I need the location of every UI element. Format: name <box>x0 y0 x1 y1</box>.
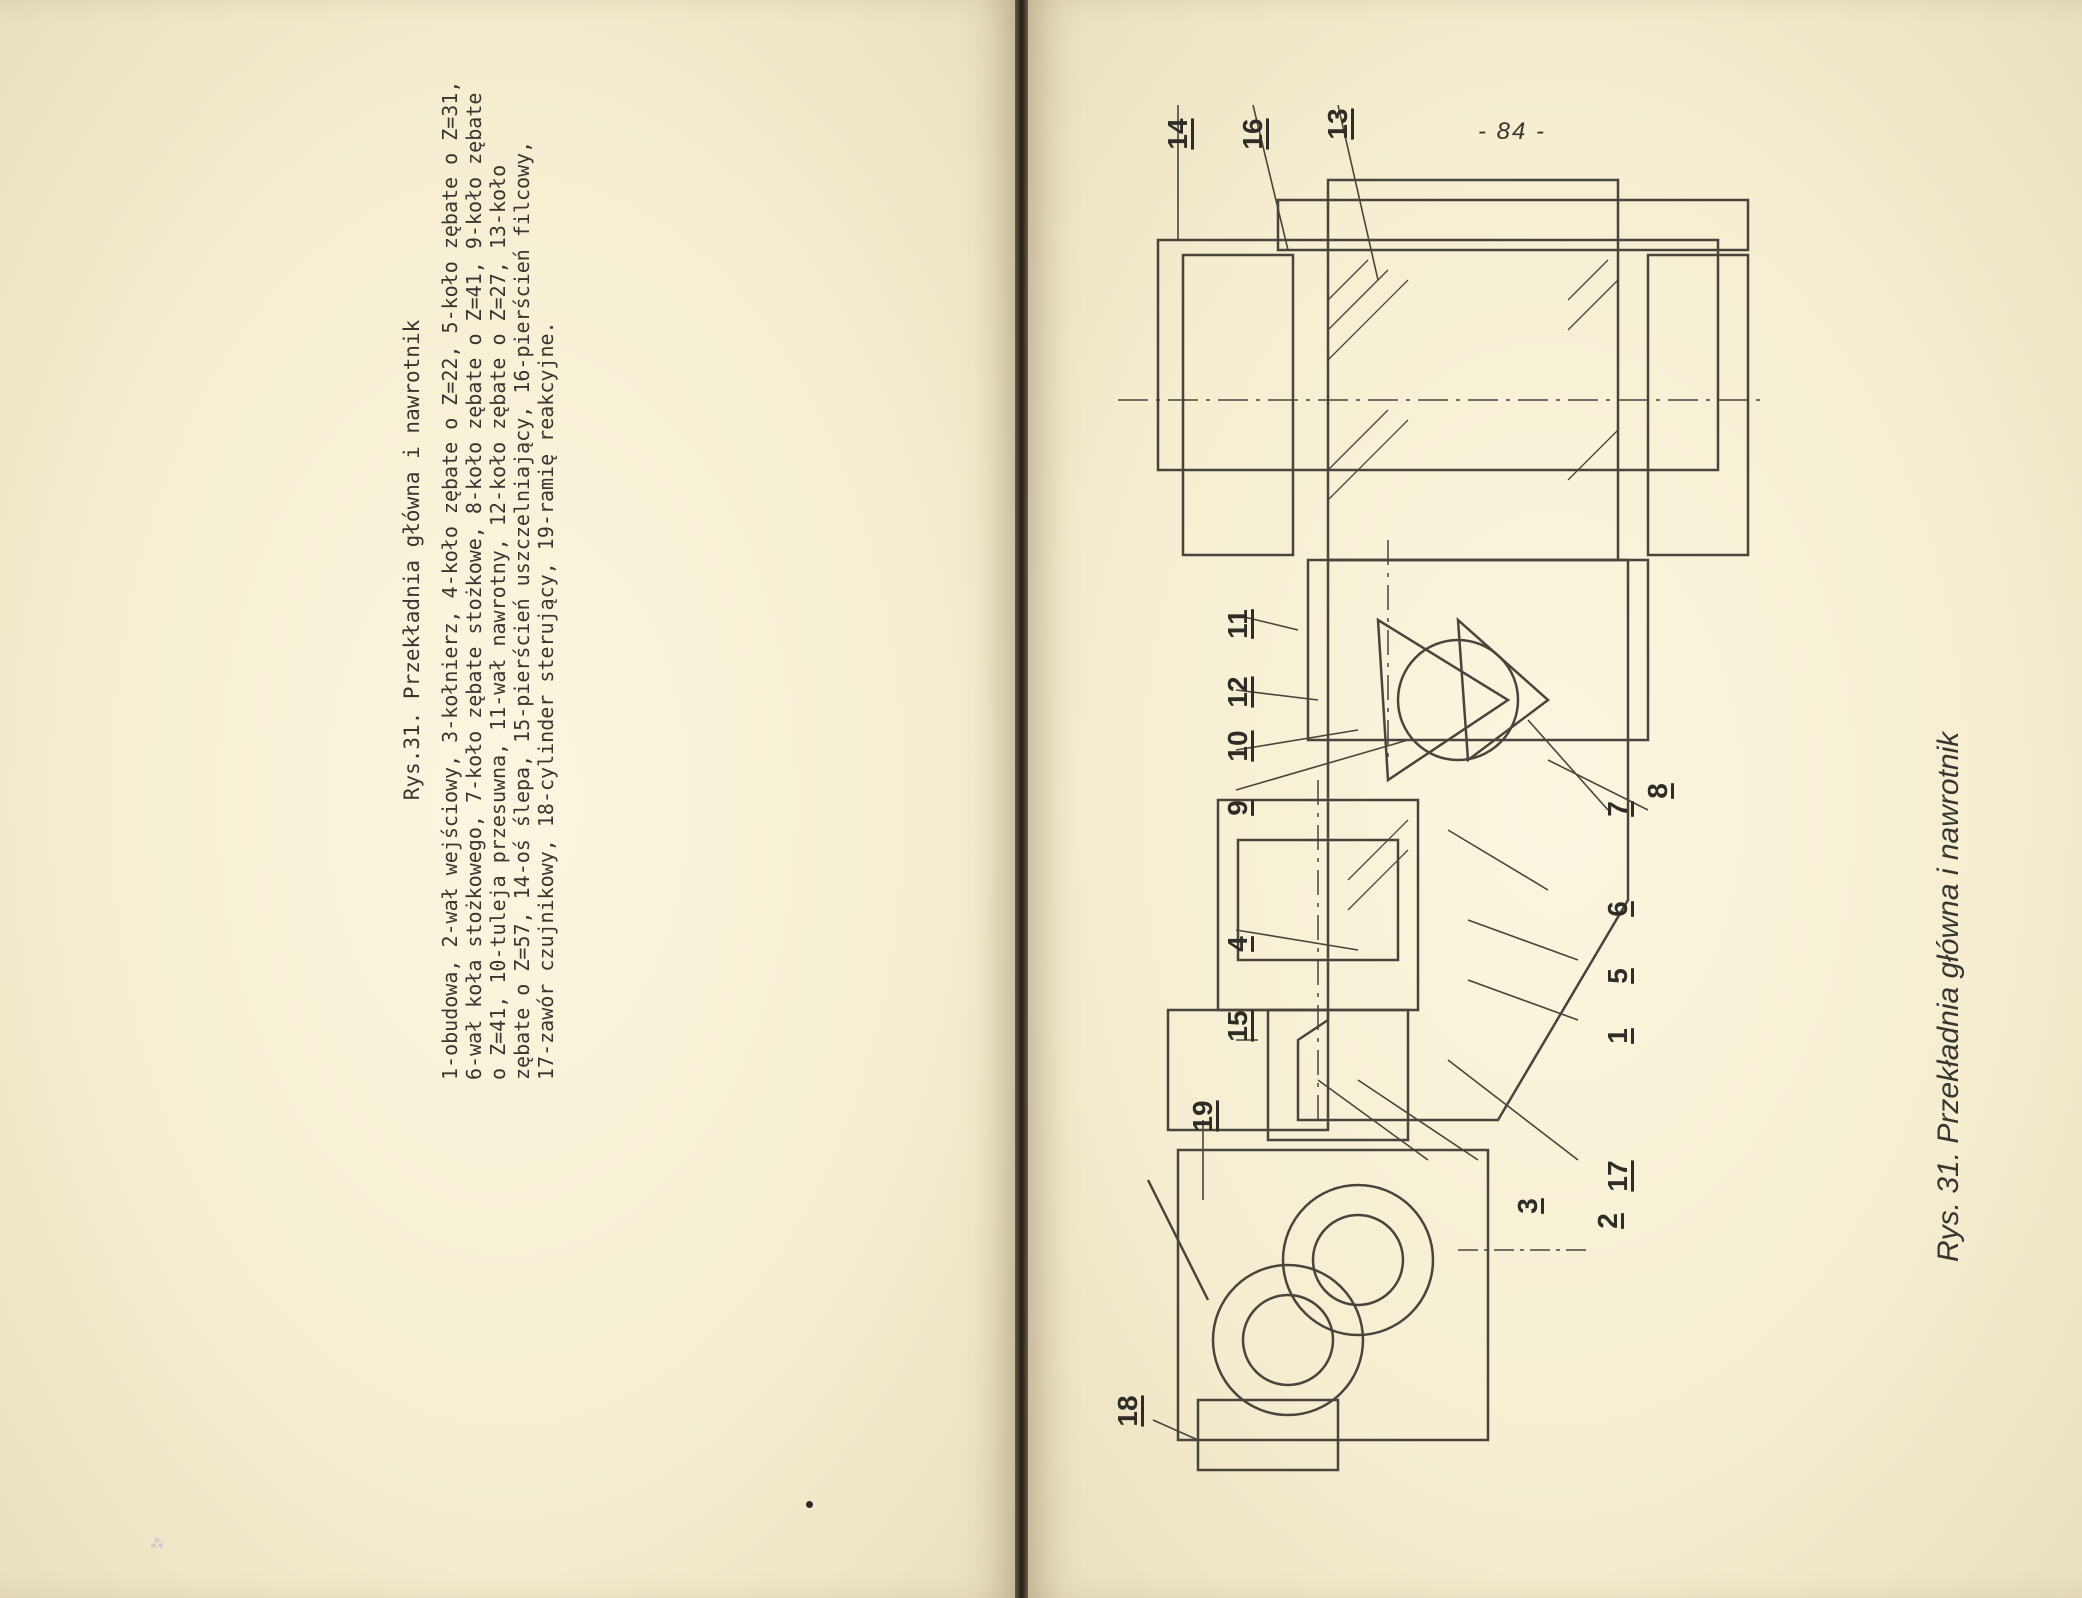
callout-9: 9 <box>1222 800 1253 816</box>
legend-line: 17-zawór czujnikowy, 18-cylinder sterują… <box>534 321 558 1080</box>
callout-3: 3 <box>1512 1198 1543 1214</box>
legend-title: Rys.31. Przekładnia główna i nawrotnik <box>400 319 424 801</box>
gearbox-technical-drawing <box>1118 104 1768 1472</box>
control-cylinder <box>1196 1398 1340 1472</box>
callout-6: 6 <box>1602 901 1633 917</box>
figure-caption: Rys. 31. Przekładnia główna i nawrotnik <box>1932 731 1965 1262</box>
side-view-housing <box>1176 1148 1490 1442</box>
legend-line: 6-wał koła stożkowego, 7-koło zębate sto… <box>462 92 486 1080</box>
book-gutter <box>1015 0 1028 1598</box>
legend-line: zębate o Z=57, 14-oś ślepa, 15-pierścień… <box>510 140 534 1080</box>
right-bearing-block <box>1646 253 1750 557</box>
left-bearing-block <box>1181 253 1295 557</box>
main-casing <box>1296 558 1630 1122</box>
callout-15: 15 <box>1222 1010 1253 1042</box>
legend-line: 1-obudowa, 2-wał wejściowy, 3-kołnierz, … <box>438 80 462 1080</box>
right-page <box>1028 0 2082 1598</box>
callout-10: 10 <box>1222 730 1253 762</box>
callout-14: 14 <box>1162 118 1193 150</box>
callout-5: 5 <box>1602 968 1633 984</box>
left-page: ⁂ <box>0 0 1015 1598</box>
callout-4: 4 <box>1222 936 1253 952</box>
page-number: - 84 - <box>1478 118 1547 145</box>
callout-12: 12 <box>1222 676 1253 708</box>
callout-16: 16 <box>1237 118 1268 150</box>
side-view-bore-1 <box>1281 1183 1435 1337</box>
callout-11: 11 <box>1222 609 1253 639</box>
callout-17: 17 <box>1602 1160 1633 1192</box>
callout-19: 19 <box>1187 1100 1218 1132</box>
ink-speck <box>806 1501 813 1508</box>
figure-legend: Rys.31. Przekładnia główna i nawrotnik 1… <box>400 80 610 1080</box>
legend-line: o Z=41, 10-tuleja przesuwna, 11-wał nawr… <box>486 164 510 1080</box>
callout-18: 18 <box>1112 1395 1143 1427</box>
side-view-bore-2 <box>1211 1263 1365 1417</box>
callout-2: 2 <box>1592 1213 1623 1229</box>
output-shaft-housing <box>1156 238 1720 472</box>
callout-1: 1 <box>1602 1028 1633 1044</box>
callout-7: 7 <box>1602 801 1633 817</box>
callout-13: 13 <box>1322 108 1353 140</box>
callout-8: 8 <box>1642 783 1673 799</box>
faint-stamp: ⁂ <box>150 1535 164 1551</box>
